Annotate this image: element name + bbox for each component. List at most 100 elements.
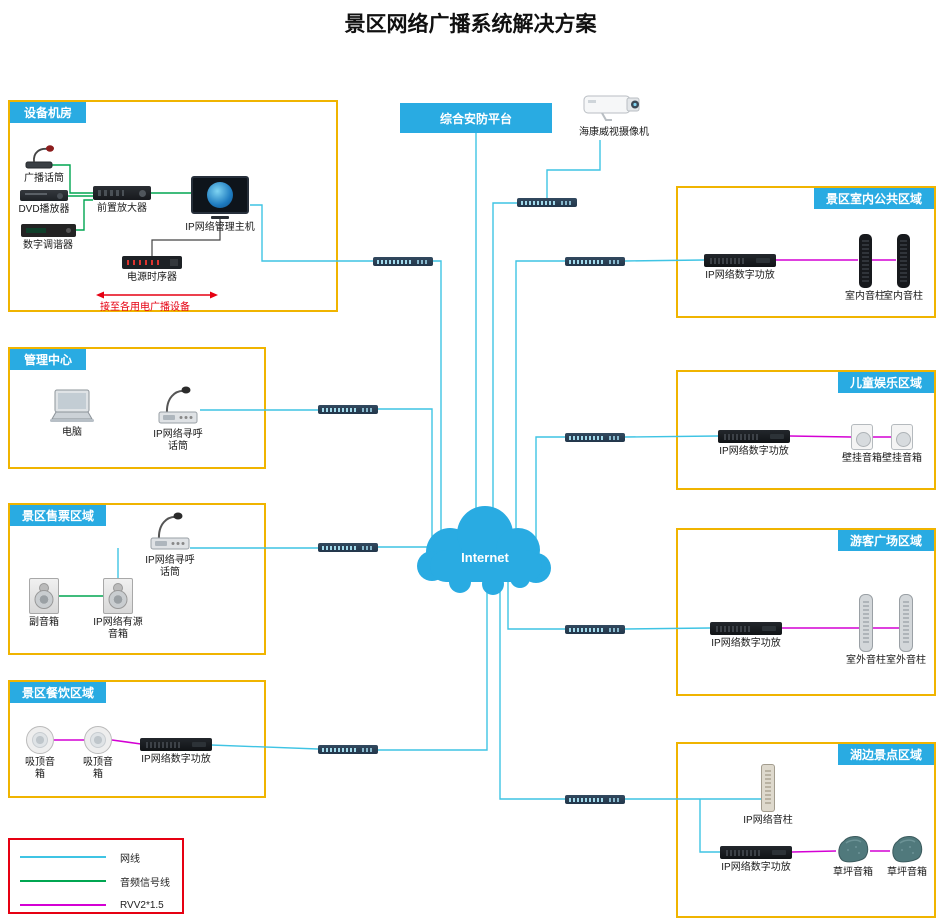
preamplifier-icon [93,186,151,200]
device-preamplifier: 前置放大器 [90,186,154,215]
device-label: 草坪音箱 [833,867,873,878]
device-label: IP网络数字功放 [721,862,791,873]
amplifier-icon [720,846,792,859]
internet-label: Internet [461,550,509,565]
device-ip-network-host: IP网络管理主机 [182,176,258,234]
device-label: DVD播放器 [18,204,70,215]
cabinet-speaker-icon [29,578,59,614]
camera-icon [583,95,640,121]
zone-equipment-room-header: 设备机房 [10,102,86,123]
zone-equipment-room: 设备机房 [8,100,338,312]
monitor-stand [211,216,229,219]
switch-indoor [565,257,625,266]
dvd-player-icon [20,190,68,201]
zone-kids-area-header: 儿童娱乐区域 [837,372,934,393]
legend: 网线 音频信号线 RVV2*1.5 [8,838,184,914]
device-ceiling-speaker: 吸顶音箱 [18,726,62,781]
rvv-lines [54,259,899,853]
zone-indoor-public-area-header: 景区室内公共区域 [813,188,934,209]
device-network-amplifier: IP网络数字功放 [698,254,782,282]
device-paging-mic: IP网络寻呼话筒 [146,380,210,453]
switch-lake [565,795,625,804]
device-label: IP网络数字功放 [705,270,775,281]
wall-speaker-icon [891,424,913,450]
device-label: 广播话筒 [24,173,64,184]
legend-rvv-label: RVV2*1.5 [120,899,164,911]
device-dvd-player: DVD播放器 [12,190,76,216]
device-sub-speaker: 副音箱 [20,578,68,629]
switch-dining [318,745,378,754]
switch-icon [565,625,625,634]
amplifier-icon [140,738,212,751]
device-power-sequencer: 电源时序器 [120,256,184,284]
device-label: IP网络数字功放 [711,638,781,649]
device-wall-speaker: 壁挂音箱 [840,424,884,465]
plain-lines [151,216,221,256]
ceiling-speaker-icon [84,726,112,754]
device-label: 海康威视摄像机 [579,127,649,138]
broadcast-mic-icon [25,145,54,169]
column-speaker-icon [859,594,873,652]
ip-network-host-icon [191,176,249,214]
device-label: 前置放大器 [97,203,147,214]
zone-lake-area: 湖边景点区域 [676,742,936,918]
zone-lake-area-header: 湖边景点区域 [837,744,934,765]
ceiling-speaker-icon [26,726,54,754]
device-label: 副音箱 [29,617,59,628]
switch-icon [318,543,378,552]
device-outdoor-column-speaker: 室外音柱 [886,594,926,667]
zone-plaza-area: 游客广场区域 [676,528,936,696]
amplifier-icon [710,622,782,635]
device-label: 壁挂音箱 [882,453,922,464]
switch-kids [565,433,625,442]
page-title: 景区网络广播系统解决方案 [344,13,597,36]
switch-icon [373,257,433,266]
active-speaker-icon [103,578,133,614]
device-label: 电源时序器 [127,272,177,283]
device-label: IP网络有源音箱 [93,617,143,640]
device-outdoor-column-speaker: 室外音柱 [846,594,886,667]
audio-lines [52,164,191,597]
switch-icon [565,257,625,266]
device-label: 电脑 [62,427,82,438]
device-label: 吸顶音箱 [83,757,113,780]
power-devices-note: 接至各用电广播设备 [100,302,190,313]
switch-equipment [373,257,433,266]
zone-plaza-area-header: 游客广场区域 [837,530,934,551]
internet-cloud: Internet [417,506,551,595]
device-wall-speaker: 壁挂音箱 [880,424,924,465]
amplifier-icon [704,254,776,267]
legend-network-label: 网线 [120,853,140,865]
device-rock-speaker: 草坪音箱 [830,834,876,879]
zone-dining-area: 景区餐饮区域 [8,680,266,798]
column-speaker-icon [896,234,910,288]
device-network-amplifier: IP网络数字功放 [712,430,796,458]
zone-kids-area: 儿童娱乐区域 [676,370,936,490]
legend-audio-line [20,880,106,882]
power-devices-arrow [96,291,218,299]
amplifier-icon [718,430,790,443]
laptop-icon [50,389,94,422]
switch-ticket [318,543,378,552]
zone-dining-area-header: 景区餐饮区域 [10,682,107,703]
switch-icon [517,198,577,207]
device-label: 室外音柱 [886,655,926,666]
device-label: IP网络数字功放 [141,754,211,765]
switch-plaza [565,625,625,634]
rock-speaker-icon [838,836,869,863]
legend-audio-label: 音频信号线 [120,877,170,889]
device-label: 室内音柱 [883,291,923,302]
device-ceiling-speaker: 吸顶音箱 [76,726,120,781]
column-speaker-icon [858,234,872,288]
paging-mic-icon [150,512,190,550]
legend-network-line [20,856,106,858]
legend-rvv-line [20,904,106,906]
device-network-amplifier: IP网络数字功放 [714,846,798,874]
switch-icon [565,795,625,804]
device-digital-tuner: 数字调谐器 [16,224,80,252]
zone-ticket-area: 景区售票区域 [8,503,266,655]
switch-icon [318,745,378,754]
device-indoor-column-speaker: 室内音柱 [883,234,923,303]
column-speaker-icon [761,764,775,812]
device-broadcast-mic: 广播话筒 [16,142,72,185]
